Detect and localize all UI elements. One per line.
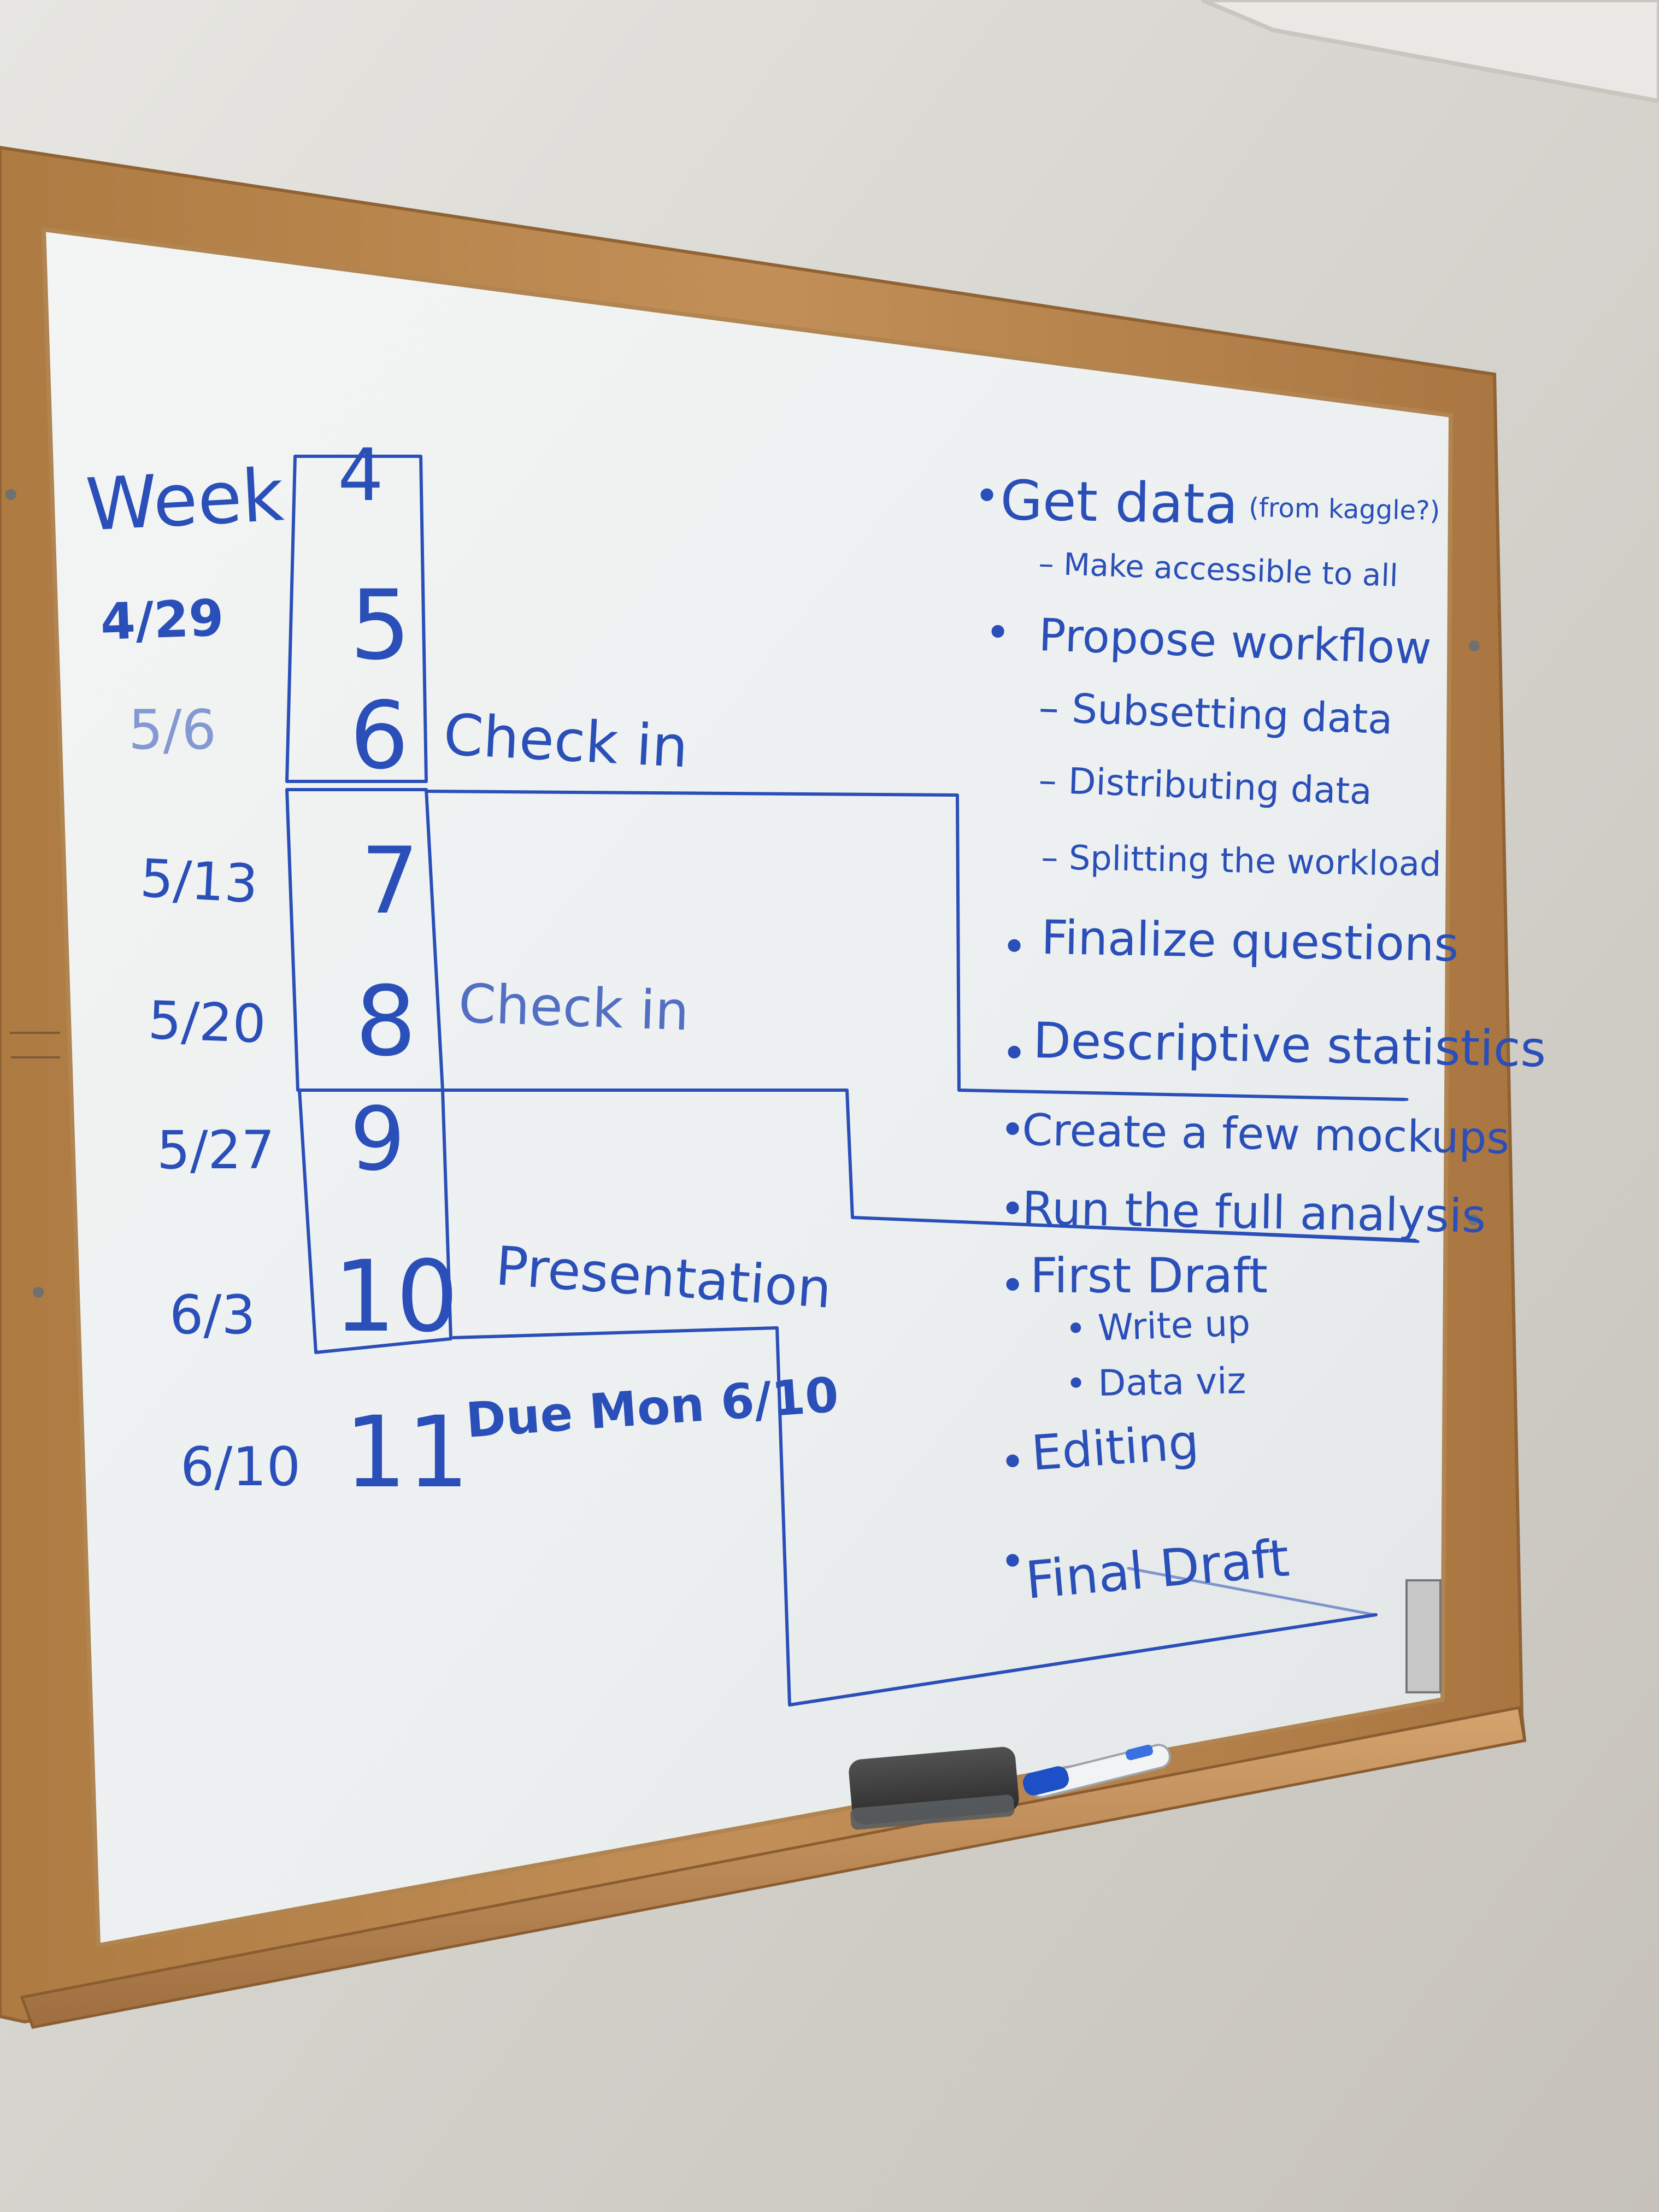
- screw: [1468, 1214, 1479, 1225]
- week-number-5: 5: [350, 569, 411, 681]
- task-bullet: •: [1003, 926, 1026, 968]
- task-finalize-questions: Finalize questions: [1041, 910, 1459, 972]
- task-splitting-workload: – Splitting the workload: [1041, 837, 1442, 884]
- manufacturer-label: [1405, 1579, 1442, 1693]
- task-bullet: •: [1001, 1109, 1024, 1151]
- task-get-data-aside: (from kaggle?): [1249, 492, 1440, 526]
- task-write-up: • Write up: [1064, 1302, 1251, 1350]
- date-6-10: 6/10: [180, 1436, 301, 1498]
- week-number-10: 10: [333, 1240, 458, 1354]
- week-number-11: 11: [344, 1396, 469, 1510]
- date-4-29: 4/29: [99, 589, 225, 651]
- week-number-6: 6: [350, 682, 409, 790]
- screw: [1469, 640, 1480, 651]
- task-bullet: •: [975, 475, 998, 517]
- date-5-27: 5/27: [157, 1120, 275, 1181]
- week-number-7: 7: [361, 827, 419, 934]
- screw: [33, 1287, 44, 1298]
- week-header: Week: [84, 453, 286, 548]
- task-descriptive-statistics: Descriptive statistics: [1033, 1012, 1547, 1078]
- whiteboard-surface: [41, 227, 1454, 1948]
- task-bullet: •: [986, 611, 1009, 654]
- task-get-data: Get data: [1000, 468, 1239, 537]
- task-create-mockups: Create a few mockups: [1022, 1104, 1510, 1164]
- blue-marker: [1022, 1744, 1171, 1798]
- task-underlines: [851, 1089, 1420, 1616]
- task-editing: Editing: [1029, 1414, 1201, 1481]
- task-bullet: •: [1001, 1441, 1024, 1483]
- note-week-6: Check in: [442, 701, 690, 780]
- task-data-viz: • Data viz: [1065, 1360, 1246, 1405]
- date-5-20: 5/20: [147, 990, 267, 1055]
- week-number-4: 4: [338, 433, 384, 517]
- week-box-upper: [285, 455, 428, 783]
- note-week-8: Check in: [457, 973, 690, 1043]
- week-10-to-11-stair: [452, 1326, 1378, 1707]
- task-bullet: •: [1003, 1032, 1026, 1074]
- eraser: [849, 1746, 1019, 1830]
- week-number-9: 9: [350, 1088, 405, 1190]
- task-bullet: •: [1001, 1540, 1024, 1582]
- frame-mark: [10, 1032, 60, 1058]
- date-5-6: 5/6: [128, 698, 216, 762]
- task-first-draft: First Draft: [1030, 1248, 1268, 1304]
- marker-tray: [20, 1706, 1526, 2029]
- task-bullet: •: [1001, 1264, 1024, 1307]
- date-6-3: 6/3: [169, 1284, 256, 1346]
- screw: [5, 489, 16, 500]
- week-number-8: 8: [355, 966, 416, 1078]
- ceiling-tile: [1201, 0, 1659, 104]
- date-5-13: 5/13: [139, 848, 260, 915]
- week-box-lower: [298, 1089, 452, 1354]
- task-run-analysis: Run the full analysis: [1022, 1181, 1486, 1243]
